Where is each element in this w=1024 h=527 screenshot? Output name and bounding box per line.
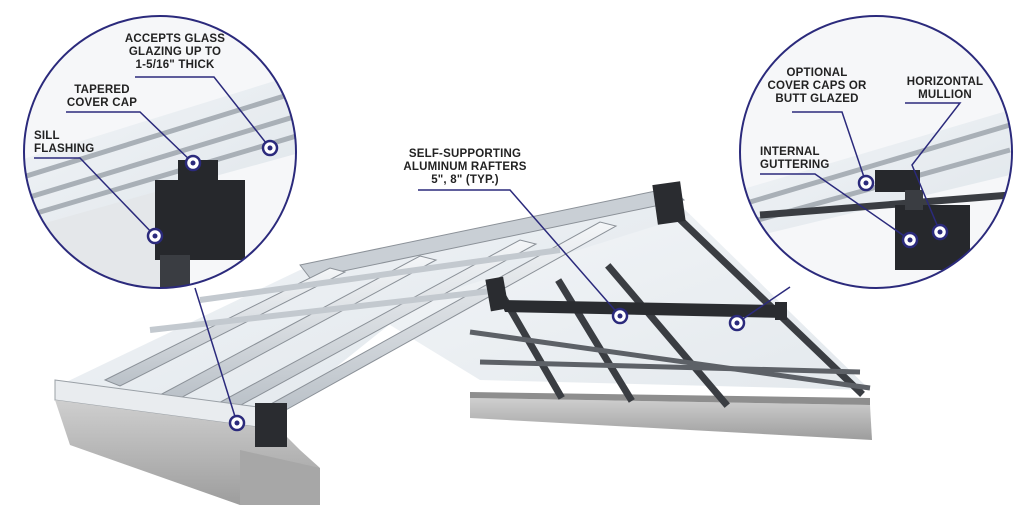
label-glass-glazing-line-2: GLAZING UP TO <box>128 46 222 58</box>
label-aluminum-rafters: SELF-SUPPORTING ALUMINUM RAFTERS 5", 8" … <box>400 148 530 187</box>
leader-rafters <box>418 189 621 317</box>
label-internal-guttering-line-2: GUTTERING <box>760 159 830 171</box>
label-horizontal-mullion: HORIZONTAL MULLION <box>900 76 990 102</box>
label-optional-cover-caps-line-3: BUTT GLAZED <box>775 93 859 105</box>
label-glass-glazing-line-1: ACCEPTS GLASS <box>124 33 226 45</box>
label-optional-cover-caps-line-1: OPTIONAL <box>786 67 848 79</box>
skylight-structure <box>54 181 872 505</box>
label-aluminum-rafters-line-2: ALUMINUM RAFTERS <box>403 161 527 173</box>
leader-horizontal-mullion <box>905 102 962 233</box>
right-curb <box>470 398 872 440</box>
marker-sill-flashing-icon <box>146 227 164 245</box>
label-aluminum-rafters-line-3: 5", 8" (TYP.) <box>431 174 499 186</box>
marker-rafters-icon <box>611 307 629 325</box>
marker-mullion-main-icon <box>728 314 746 332</box>
leader-right-circle-connector <box>736 286 791 324</box>
marker-horizontal-mullion-icon <box>931 223 949 241</box>
leader-glass-glazing <box>135 76 271 149</box>
label-tapered-cover-cap-line-2: COVER CAP <box>66 97 138 109</box>
callout-markers <box>146 139 949 432</box>
label-horizontal-mullion-line-1: HORIZONTAL <box>906 76 984 88</box>
leader-tapered-cover-cap <box>66 111 194 164</box>
marker-sill-main-icon <box>228 414 246 432</box>
marker-internal-guttering-icon <box>901 231 919 249</box>
rear-rafters <box>500 200 865 408</box>
label-tapered-cover-cap: TAPERED COVER CAP <box>62 84 142 110</box>
left-detail-circle <box>23 15 297 289</box>
marker-tapered-cover-cap-icon <box>184 154 202 172</box>
label-optional-cover-caps-line-2: COVER CAPS OR <box>767 80 867 92</box>
leader-internal-guttering <box>760 173 911 241</box>
ridge-beam <box>299 187 686 279</box>
label-internal-guttering: INTERNAL GUTTERING <box>760 146 840 172</box>
horizontal-mullion-bar <box>500 300 785 318</box>
leader-lines <box>34 76 962 424</box>
sill-flashing-profile <box>155 180 245 260</box>
label-glass-glazing: ACCEPTS GLASS GLAZING UP TO 1-5/16" THIC… <box>120 33 230 72</box>
label-aluminum-rafters-line-1: SELF-SUPPORTING <box>408 148 522 160</box>
label-internal-guttering-line-1: INTERNAL <box>760 146 820 158</box>
label-sill-flashing-line-2: FLASHING <box>34 143 95 155</box>
label-glass-glazing-line-3: 1-5/16" THICK <box>135 59 215 71</box>
leader-optional-cover-caps <box>792 111 867 184</box>
label-horizontal-mullion-line-2: MULLION <box>918 89 972 101</box>
leader-sill-flashing <box>34 157 156 237</box>
marker-optional-cover-caps-icon <box>857 174 875 192</box>
label-tapered-cover-cap-line-1: TAPERED <box>74 84 130 96</box>
label-sill-flashing: SILL FLASHING <box>34 130 104 156</box>
marker-glass-glazing-icon <box>261 139 279 157</box>
label-sill-flashing-line-1: SILL <box>34 130 60 142</box>
leader-left-circle-connector <box>194 287 238 424</box>
front-rafters <box>103 221 618 417</box>
label-optional-cover-caps: OPTIONAL COVER CAPS OR BUTT GLAZED <box>762 67 872 106</box>
right-detail-circle <box>739 15 1013 289</box>
